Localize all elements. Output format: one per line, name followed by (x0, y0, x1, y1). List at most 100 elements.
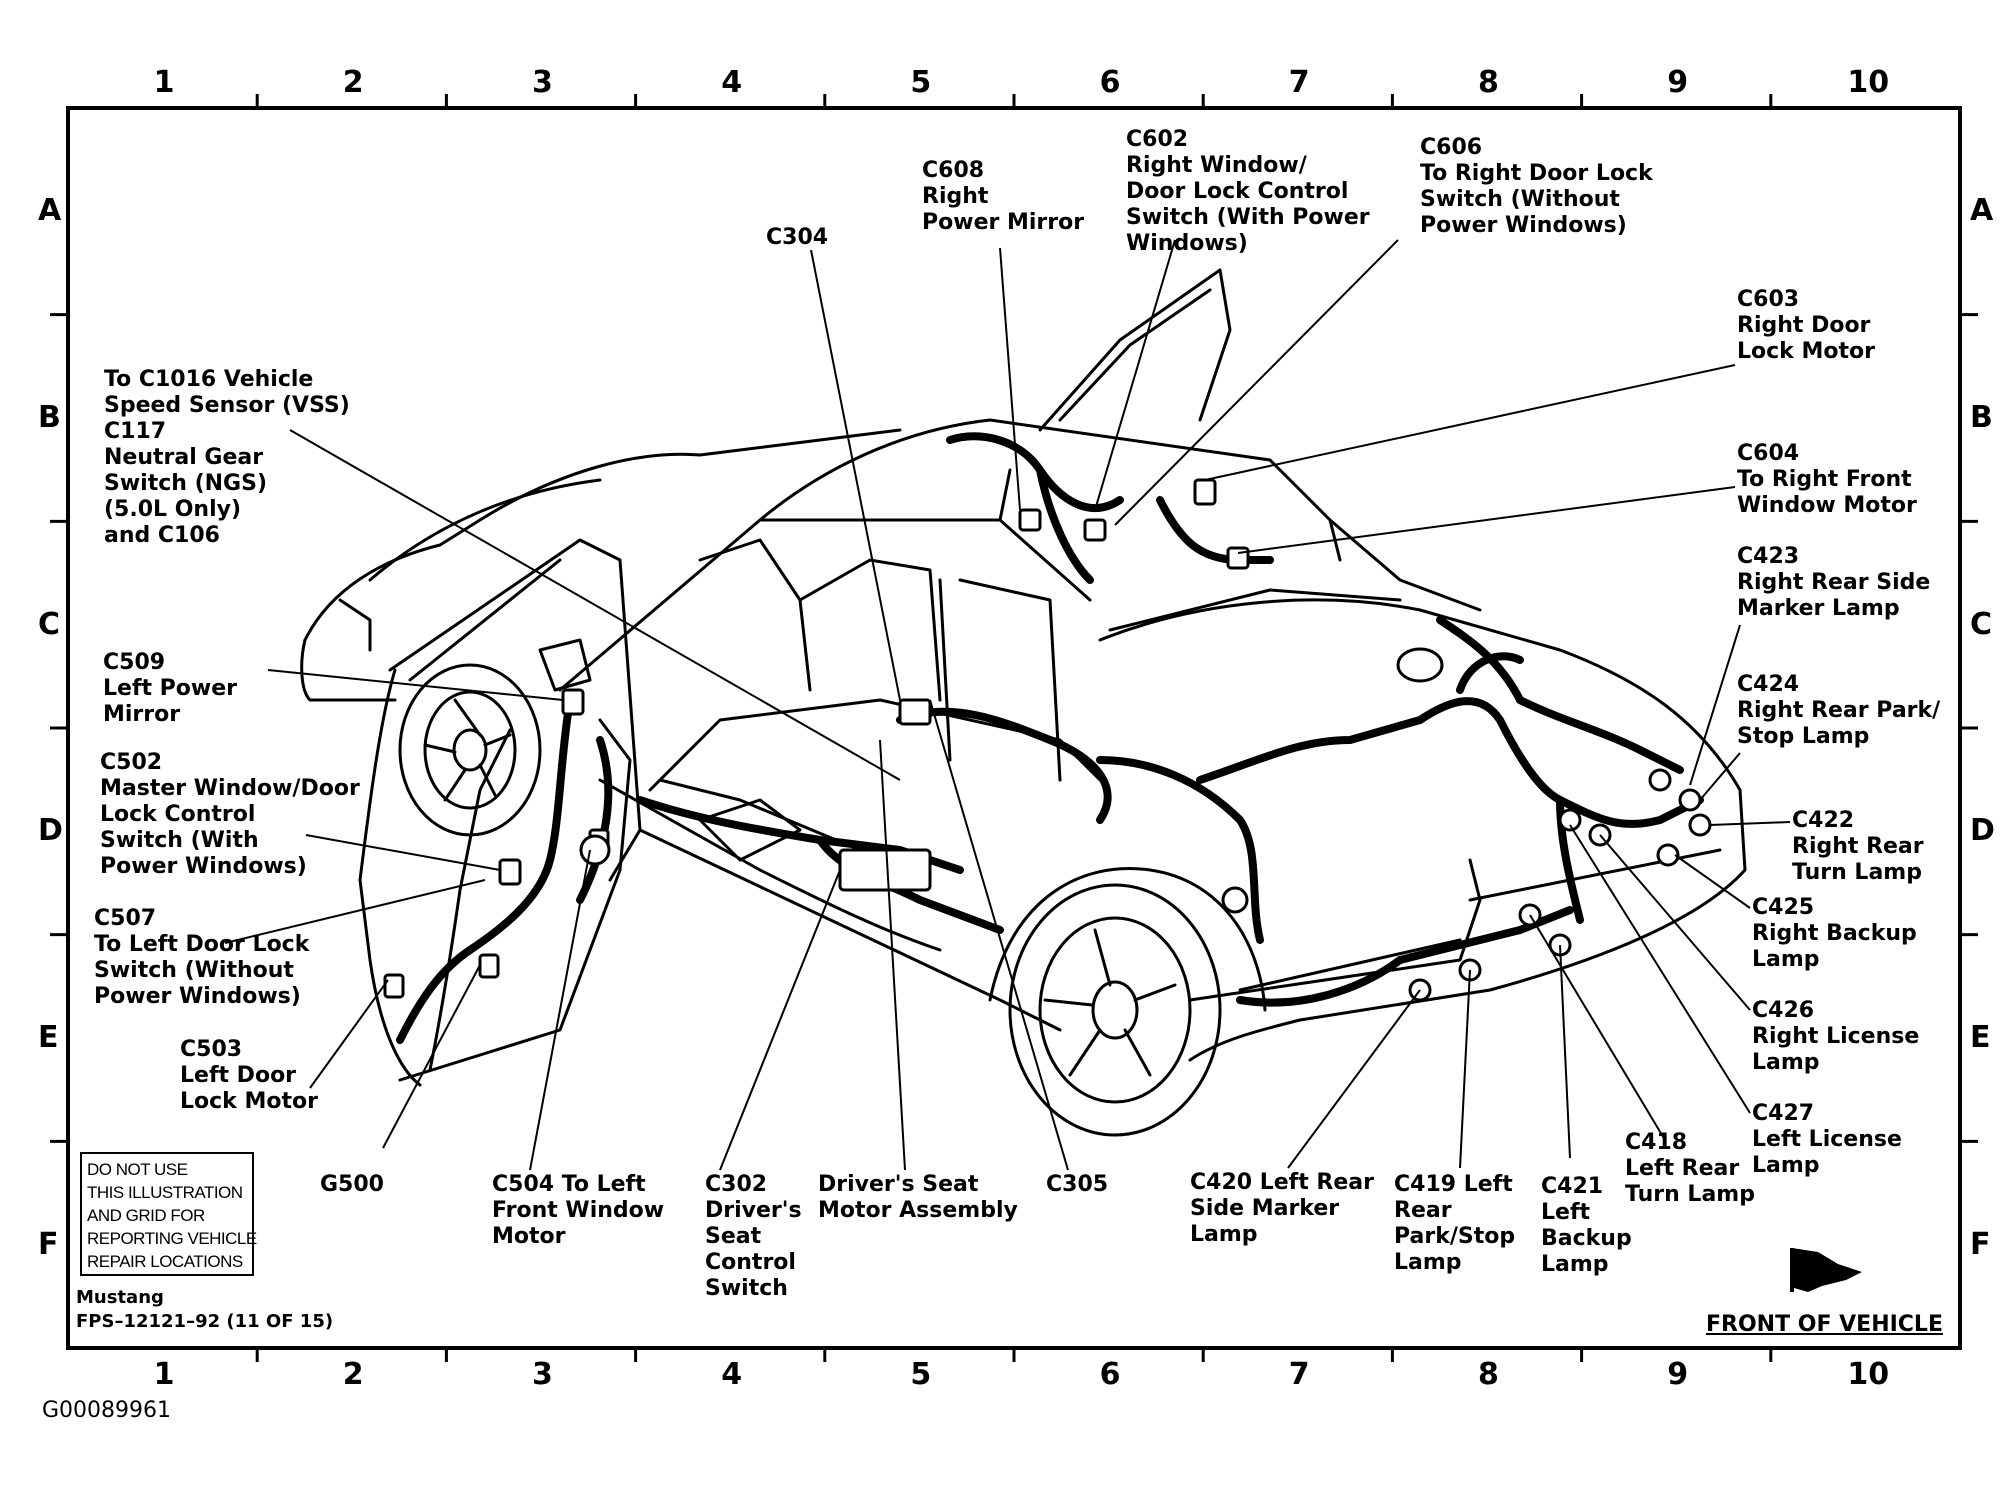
grid-column-bottom-1: 1 (153, 1357, 175, 1392)
notice-line: DO NOT USE (87, 1160, 188, 1179)
label-line: C424 (1737, 672, 1800, 697)
label-line: C427 (1752, 1101, 1815, 1126)
label-line: Lamp (1752, 947, 1820, 972)
grid-column-bottom-8: 8 (1478, 1357, 1499, 1392)
grid-column-bottom-4: 4 (721, 1357, 743, 1392)
label-line: To C1016 Vehicle (104, 367, 314, 392)
grid-row-right-F: F (1970, 1226, 1991, 1262)
label-line: Lamp (1394, 1250, 1462, 1275)
label-line: Door Lock Control (1126, 179, 1349, 204)
grid-row-left-D: D (38, 813, 63, 849)
grid-column-bottom-2: 2 (342, 1357, 364, 1392)
label-line: Right Rear (1792, 834, 1924, 859)
notice-line: REPORTING VEHICLE (87, 1229, 257, 1248)
model-name: Mustang (76, 1287, 164, 1308)
label-line: Lamp (1752, 1050, 1820, 1075)
label-line: Driver's Seat (818, 1172, 979, 1197)
label-line: Side Marker (1190, 1196, 1340, 1221)
grid-column-bottom-5: 5 (910, 1357, 932, 1392)
label-line: C608 (922, 158, 985, 183)
label-line: Right (922, 184, 989, 209)
label-line: C503 (180, 1037, 243, 1062)
grid-row-left-C: C (38, 606, 61, 642)
label-line: Windows) (1126, 231, 1248, 256)
label-line: C507 (94, 906, 157, 931)
grid-row-left-E: E (38, 1020, 59, 1055)
grid-column-bottom-10: 10 (1847, 1357, 1890, 1392)
label-line: C420 Left Rear (1190, 1170, 1374, 1195)
label-line: Power Windows) (1420, 213, 1627, 238)
label-line: To Left Door Lock (94, 932, 310, 957)
grid-column-top-5: 5 (910, 65, 932, 100)
label-line: Stop Lamp (1737, 724, 1870, 749)
grid-row-left-F: F (38, 1226, 59, 1262)
label-line: Marker Lamp (1737, 596, 1900, 621)
label-line: Power Windows) (94, 984, 301, 1009)
grid-row-left-B: B (38, 400, 61, 435)
label-line: C422 (1792, 808, 1855, 833)
label-line: Switch (Without (1420, 187, 1620, 212)
label-line: Park/Stop (1394, 1224, 1516, 1249)
label-line: Right Door (1737, 313, 1871, 338)
label-line: Motor (492, 1224, 566, 1249)
label-line: Right Backup (1752, 921, 1917, 946)
label-line: Neutral Gear (104, 445, 264, 470)
grid-column-top-4: 4 (721, 65, 743, 100)
leader-lines (224, 239, 1791, 1171)
label-line: Switch (With (100, 828, 259, 853)
label-line: C304 (766, 225, 829, 250)
label-line: Switch (With Power (1126, 205, 1370, 230)
label-line: Driver's (705, 1198, 802, 1223)
grid-column-bottom-9: 9 (1667, 1357, 1689, 1392)
label-line: C425 (1752, 895, 1815, 920)
label-line: Seat (705, 1224, 762, 1249)
label-g500: G500 (320, 1172, 384, 1198)
grid-column-bottom-3: 3 (532, 1357, 553, 1392)
label-line: C606 (1420, 135, 1483, 160)
front-of-vehicle-label: FRONT OF VEHICLE (1706, 1312, 1943, 1337)
label-line: C502 (100, 750, 163, 775)
front-arrow-icon (1790, 1248, 1862, 1292)
vehicle-outline (300, 268, 1747, 1137)
usage-notice: DO NOT USE THIS ILLUSTRATION AND GRID FO… (80, 1152, 257, 1276)
grid-column-top-10: 10 (1847, 65, 1890, 100)
label-line: Lamp (1541, 1252, 1609, 1277)
label-c305: C305 (1046, 1172, 1108, 1198)
label-line: C117 (104, 419, 167, 444)
label-line: C426 (1752, 998, 1815, 1023)
label-line: Speed Sensor (VSS) (104, 393, 350, 418)
label-line: C418 (1625, 1130, 1688, 1155)
grid-row-right-B: B (1970, 400, 1993, 435)
connectors (383, 478, 1712, 1002)
label-line: Switch (Without (94, 958, 294, 983)
grid-column-top-9: 9 (1667, 65, 1689, 100)
notice-line: THIS ILLUSTRATION (87, 1183, 243, 1202)
label-line: Switch (NGS) (104, 471, 268, 496)
image-id: G00089961 (42, 1398, 172, 1423)
figure-number: FPS–12121–92 (11 OF 15) (76, 1311, 334, 1332)
grid-column-bottom-7: 7 (1288, 1357, 1310, 1392)
label-line: C419 Left (1394, 1172, 1513, 1197)
label-line: and C106 (104, 523, 220, 548)
label-line: C602 (1126, 127, 1189, 152)
label-line: Lock Motor (1737, 339, 1875, 364)
label-line: Left License (1752, 1127, 1902, 1152)
grid-row-right-E: E (1970, 1020, 1991, 1055)
label-line: C305 (1046, 1172, 1109, 1197)
wiring-harness (396, 432, 1704, 1044)
label-line: Right Window/ (1126, 153, 1307, 178)
